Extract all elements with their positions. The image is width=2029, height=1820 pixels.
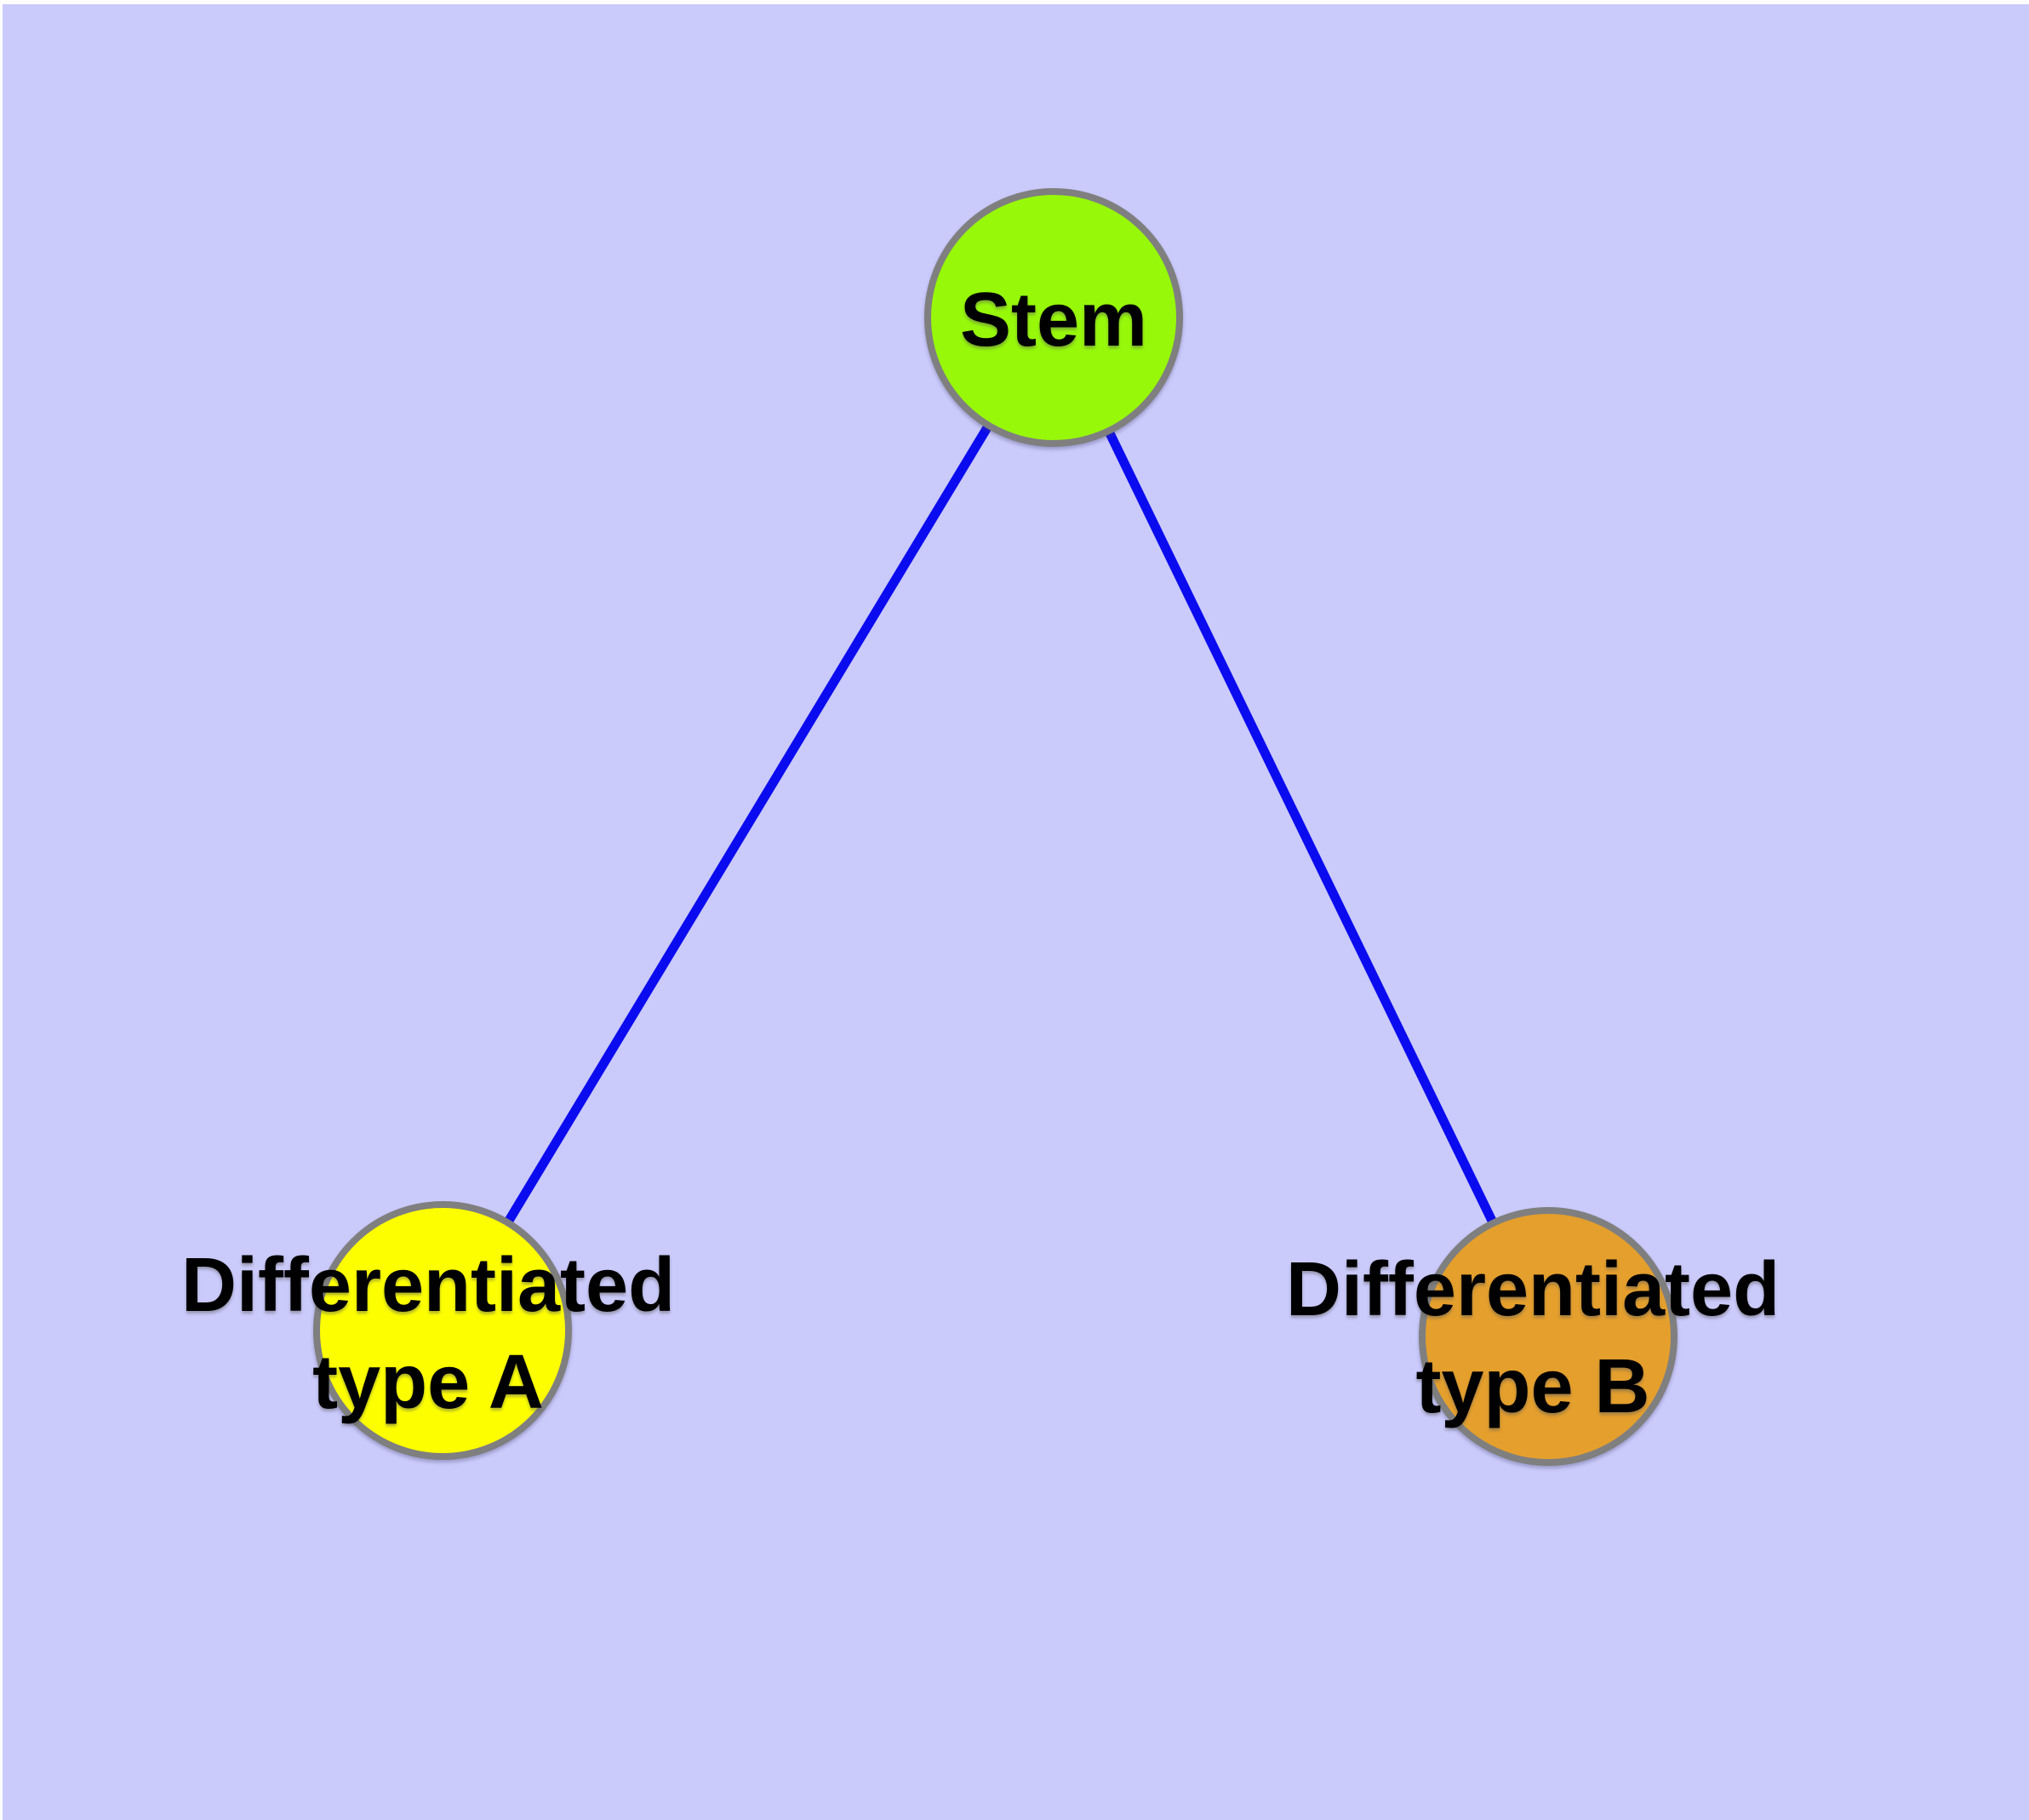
node-layer xyxy=(313,188,1677,1466)
edge-layer xyxy=(437,312,1553,1342)
node-typeB-circle xyxy=(1419,1207,1677,1466)
node-typeA-circle xyxy=(313,1201,572,1460)
edge-stem-to-typeB xyxy=(1049,312,1553,1342)
node-stem-circle xyxy=(924,188,1183,447)
edge-stem-to-typeA xyxy=(437,312,1059,1336)
